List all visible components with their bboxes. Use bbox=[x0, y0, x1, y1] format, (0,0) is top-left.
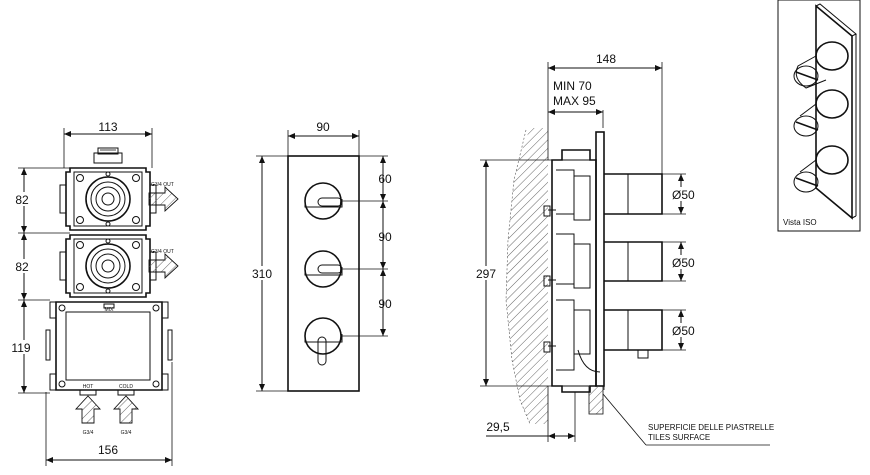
hot-inlet-arrow: G3/4 bbox=[74, 395, 102, 436]
diverter-module-2 bbox=[59, 234, 157, 298]
cold-label: COLD bbox=[119, 384, 133, 390]
dim-height-119: 119 bbox=[11, 341, 30, 355]
dim-diameter-2: Ø50 bbox=[672, 256, 695, 270]
mixer-module: MIX HOT COLD bbox=[45, 301, 173, 396]
cold-inlet-arrow: G3/4 bbox=[112, 395, 140, 436]
front-knob-2 bbox=[304, 250, 343, 288]
outlet-label-2: G3/4 OUT bbox=[151, 249, 174, 255]
dim-bottom-offset: 29,5 bbox=[486, 420, 510, 434]
dim-max-depth: MAX 95 bbox=[553, 94, 596, 108]
hot-label: HOT bbox=[83, 384, 94, 390]
dim-pitch-1: 90 bbox=[378, 230, 392, 244]
outlet-label-1: G3/4 OUT bbox=[151, 182, 174, 188]
tile-surface-label-en: TILES SURFACE bbox=[648, 433, 710, 442]
tile-surface-label-it: SUPERFICIE DELLE PIASTRELLE bbox=[648, 423, 774, 432]
dim-height-82-b: 82 bbox=[15, 260, 29, 274]
dim-diameter-3: Ø50 bbox=[672, 324, 695, 338]
front-knob-3 bbox=[304, 317, 343, 366]
dim-width-113: 113 bbox=[98, 120, 117, 134]
outlet-arrow-1: G3/4 OUT bbox=[148, 182, 179, 213]
front-knob-1 bbox=[304, 182, 343, 220]
valve-body-section bbox=[543, 149, 601, 393]
dim-diameter-1: Ø50 bbox=[672, 188, 695, 202]
dim-plate-width: 90 bbox=[316, 120, 330, 134]
built-in-box-view: 113 82 82 119 bbox=[6, 120, 179, 466]
iso-caption: Vista ISO bbox=[783, 218, 817, 227]
side-knob-2 bbox=[604, 241, 663, 282]
outlet-arrow-2: G3/4 OUT bbox=[148, 249, 179, 280]
side-knob-3 bbox=[604, 309, 663, 359]
iso-view-panel: Vista ISO bbox=[777, 0, 861, 232]
wall-hatch bbox=[506, 128, 548, 424]
dim-height-82-a: 82 bbox=[15, 193, 29, 207]
side-knob-1 bbox=[604, 173, 663, 215]
dim-plate-height: 310 bbox=[252, 267, 272, 281]
cold-inlet-label: G3/4 bbox=[121, 430, 132, 436]
iso-knob-3 bbox=[793, 145, 849, 193]
dim-pitch-2: 90 bbox=[378, 297, 392, 311]
iso-knob-2 bbox=[793, 89, 849, 137]
front-plate-view: 90 310 60 9 bbox=[248, 120, 392, 392]
dim-body-height: 297 bbox=[476, 267, 496, 281]
plate-side bbox=[588, 131, 605, 415]
diverter-module-1 bbox=[59, 167, 157, 231]
dim-top-offset: 60 bbox=[378, 172, 392, 186]
dim-overall-depth: 148 bbox=[596, 52, 616, 66]
mix-label: MIX bbox=[105, 307, 115, 313]
plate-outline bbox=[287, 155, 360, 392]
dim-min-depth: MIN 70 bbox=[553, 79, 592, 93]
side-section-view: 148 MIN 70 MAX 95 297 bbox=[472, 52, 774, 446]
iso-knob-1 bbox=[793, 41, 849, 89]
dim-width-156: 156 bbox=[98, 443, 118, 457]
hot-inlet-label: G3/4 bbox=[83, 430, 94, 436]
